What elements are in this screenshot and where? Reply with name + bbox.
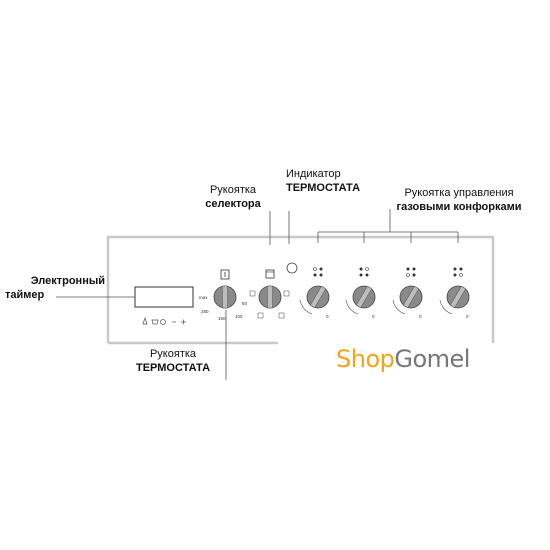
thermostat-indicator-lamp [286,262,298,274]
thermostat-indicator-label: Индикатор ТЕРМОСТАТА [286,167,376,195]
pot-icon [151,319,159,325]
gas-burners-label: Рукоятка управления газовыми конфорками [394,186,524,214]
gas-burner-bracket [317,209,459,243]
gas-knob-4-off: 0 [466,314,469,319]
gas-knob-1-off: 0 [326,314,329,319]
thermometer-icon [220,269,230,280]
thermostat-scale-max: max [199,295,208,300]
bell-icon [142,316,148,325]
gas-knob-3-off: 0 [419,314,422,319]
thermostat-scale-t1: 280 [201,309,209,314]
timer-label-line2: таймер [5,289,45,301]
thermostat-scale-t3: 100 [235,314,243,319]
timer-label: Электронный таймер [5,274,105,302]
watermark-part2: Gomel [394,345,470,373]
panel-outline [106,235,495,343]
gas-knob-3[interactable]: 0 [392,267,423,320]
thermostat-indicator-line2: ТЕРМОСТАТА [286,182,361,194]
mode-icon-bottom-left [257,312,264,319]
thermostat-knob[interactable]: max 280 150 100 50 [199,269,248,321]
shopgomel-watermark: ShopGomel [336,345,470,373]
selector-label: Рукоятка селектора [198,183,268,211]
gas-burners-line2: газовыми конфорками [396,201,522,213]
selector-knob[interactable] [249,269,290,319]
gas-burners-line1: Рукоятка управления [404,187,514,199]
plus-icon [181,319,186,325]
mode-icon-right [283,290,290,297]
selector-label-line1: Рукоятка [209,184,257,196]
thermostat-knob-line1: Рукоятка [149,348,197,360]
gas-knob-2-off: 0 [372,314,375,319]
timer-buttons [142,316,186,325]
gas-knob-1[interactable]: 0 [299,267,330,320]
thermostat-knob-line2: ТЕРМОСТАТА [135,362,211,374]
thermostat-scale-t4: 50 [242,301,248,306]
mode-icon-bottom-right [278,312,285,319]
thermostat-knob-label: Рукоятка ТЕРМОСТАТА [118,347,228,375]
timer-label-line1: Электронный [30,275,105,287]
gas-knob-4[interactable]: 0 [439,267,470,320]
clock-icon [160,319,166,325]
mode-icon-left [249,290,256,297]
thermostat-scale-t2: 150 [218,316,226,321]
watermark-part1: Shop [336,345,395,373]
thermostat-indicator-line1: Индикатор [286,168,341,180]
oven-icon [265,269,275,279]
gas-knob-2[interactable]: 0 [345,267,376,320]
timer-display [134,286,194,308]
selector-label-line2: селектора [205,198,261,210]
